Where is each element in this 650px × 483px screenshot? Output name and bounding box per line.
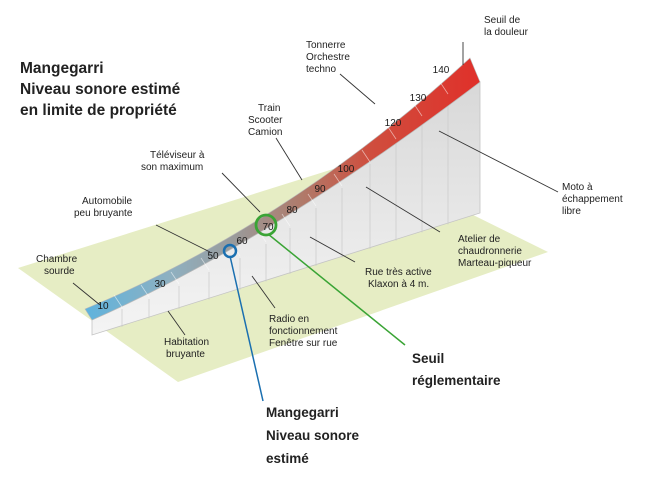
scale-value-70: 70 (262, 222, 274, 233)
ramp-divider (439, 81, 449, 95)
scale-value-50: 50 (207, 251, 219, 262)
ramp-divider (281, 213, 291, 227)
ramp-divider (307, 193, 317, 207)
label-tonnerre: Tonnerre Orchestre techno (306, 40, 353, 75)
ramp-divider (361, 149, 371, 163)
caption-threshold: Seuil réglementaire (412, 351, 501, 388)
label-radio: Radio en fonctionnement Fenêtre sur rue (269, 314, 340, 349)
ramp-divider (113, 294, 123, 308)
threshold-marker-line (267, 233, 406, 346)
ramp-divider (170, 271, 180, 285)
label-rue: Rue très active Klaxon à 4 m. (365, 267, 434, 290)
label-televiseur: Téléviseur à son maximum (141, 150, 207, 173)
scale-value-140: 140 (433, 65, 450, 76)
ramp-divider (413, 103, 423, 117)
scale-value-60: 60 (236, 236, 248, 247)
scale-value-80: 80 (286, 205, 298, 216)
threshold-marker-ring (254, 213, 278, 237)
scale-value-130: 130 (410, 93, 427, 104)
caption-estimated: Mangegarri Niveau sonore estimé (266, 405, 363, 466)
scale-value-30: 30 (154, 279, 166, 290)
ramp-divider (333, 173, 343, 187)
scale-value-90: 90 (314, 184, 326, 195)
ramp-top-surface (84, 57, 481, 321)
label-train-scooter-camion: Train Scooter Camion (248, 103, 285, 138)
ramp-divider (140, 284, 150, 298)
diagram-title: Mangegarri Niveau sonore estimé en limit… (20, 60, 185, 119)
estimated-marker-line (229, 255, 264, 402)
scale-value-120: 120 (385, 118, 402, 129)
scale-value-100: 100 (338, 164, 355, 175)
ramp-divider (387, 126, 397, 140)
label-seuil-douleur: Seuil de la douleur (484, 15, 529, 38)
label-chambre-sourde: Chambre sourde (36, 254, 80, 277)
label-habitation: Habitation bruyante (164, 337, 212, 360)
label-automobile: Automobile peu bruyante (74, 196, 135, 219)
estimated-marker-ring (222, 243, 238, 259)
scale-value-10: 10 (97, 301, 109, 312)
label-atelier: Atelier de chaudronnerie Marteau-piqueur (458, 234, 532, 269)
ramp-divider (200, 257, 210, 271)
label-moto: Moto à échappement libre (562, 182, 625, 217)
